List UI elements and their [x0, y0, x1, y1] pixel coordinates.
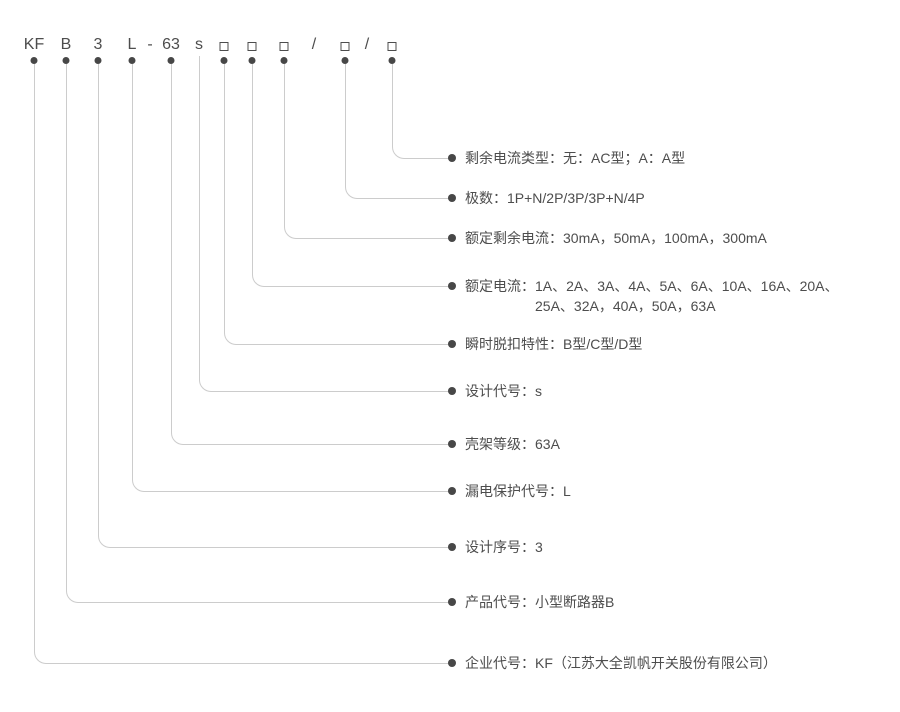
placeholder-box-icon	[387, 42, 397, 51]
legend-label: 设计序号：3	[465, 539, 543, 555]
legend-row: 极数：1P+N/2P/3P/3P+N/4P	[448, 188, 645, 208]
connector-line	[132, 64, 449, 492]
legend-label: 额定剩余电流：30mA，50mA，100mA，300mA	[465, 230, 767, 246]
code-token-s: s	[195, 36, 203, 53]
legend-row: 瞬时脱扣特性：B型/C型/D型	[448, 334, 642, 354]
bullet-dot-icon	[448, 340, 456, 349]
connector-line	[34, 64, 449, 664]
bullet-dot-icon	[448, 194, 456, 203]
bullet-dot-icon	[448, 487, 456, 496]
legend-row: 额定电流：1A、2A、3A、4A、5A、6A、10A、16A、20A、 25A、…	[448, 276, 838, 316]
bullet-dot-icon	[448, 440, 456, 449]
legend-row: 额定剩余电流：30mA，50mA，100mA，300mA	[448, 228, 767, 248]
connector-line	[392, 64, 449, 159]
legend-label: 产品代号：小型断路器B	[465, 594, 615, 610]
code-dot-icon	[62, 57, 70, 64]
bullet-dot-icon	[448, 598, 456, 607]
placeholder-box-icon	[247, 42, 257, 51]
legend-label-line2: 25A、32A，40A，50A，63A	[535, 298, 716, 314]
code-token-slash: /	[364, 36, 370, 53]
legend-row: 企业代号：KF（江苏大全凯帆开关股份有限公司）	[448, 653, 777, 673]
connector-line	[199, 56, 449, 392]
legend-row: 漏电保护代号：L	[448, 481, 571, 501]
code-dot-icon	[94, 57, 102, 64]
bullet-dot-icon	[448, 387, 456, 396]
placeholder-box-icon	[340, 42, 350, 51]
code-dot-icon	[128, 57, 136, 64]
legend-label: 企业代号：KF（江苏大全凯帆开关股份有限公司）	[465, 655, 777, 671]
legend-row: 产品代号：小型断路器B	[448, 592, 614, 612]
bullet-dot-icon	[448, 543, 456, 552]
connector-line	[252, 64, 449, 287]
legend-label: 额定电流：1A、2A、3A、4A、5A、6A、10A、16A、20A、	[465, 278, 839, 294]
connector-line	[284, 64, 449, 239]
code-dot-icon	[167, 57, 175, 64]
code-dot-icon	[30, 57, 38, 64]
legend-row: 设计序号：3	[448, 537, 543, 557]
bullet-dot-icon	[448, 234, 456, 243]
code-token-slash: /	[311, 36, 317, 53]
placeholder-box-icon	[279, 42, 289, 51]
code-token-b: B	[60, 36, 72, 53]
legend-row: 剩余电流类型：无：AC型；A：A型	[448, 148, 685, 168]
connector-line	[224, 64, 449, 345]
connector-line	[66, 64, 449, 603]
code-dot-icon	[248, 57, 256, 64]
code-dot-icon	[280, 57, 288, 64]
legend-row: 设计代号：s	[448, 381, 542, 401]
legend-label: 壳架等级：63A	[465, 436, 560, 452]
bullet-dot-icon	[448, 282, 456, 291]
legend-label: 瞬时脱扣特性：B型/C型/D型	[465, 336, 643, 352]
code-token-63: 63	[162, 36, 180, 53]
code-token-hyphen: -	[147, 36, 153, 53]
code-token-3: 3	[93, 36, 103, 53]
bullet-dot-icon	[448, 154, 456, 163]
code-dot-icon	[220, 57, 228, 64]
code-dot-icon	[341, 57, 349, 64]
connector-line	[98, 64, 449, 548]
code-token-l: L	[127, 36, 137, 53]
code-token-kf: KF	[23, 36, 45, 53]
legend-label: 剩余电流类型：无：AC型；A：A型	[465, 150, 686, 166]
legend-label-line1: 额定电流：1A、2A、3A、4A、5A、6A、10A、16A、20A、	[448, 276, 838, 296]
connector-line	[345, 64, 449, 199]
bullet-dot-icon	[448, 659, 456, 668]
placeholder-box-icon	[219, 42, 229, 51]
connector-line	[171, 64, 449, 445]
legend-label: 极数：1P+N/2P/3P/3P+N/4P	[465, 190, 645, 206]
legend-row: 壳架等级：63A	[448, 434, 560, 454]
legend-label: 设计代号：s	[465, 383, 542, 399]
legend-label: 漏电保护代号：L	[465, 483, 571, 499]
code-dot-icon	[388, 57, 396, 64]
